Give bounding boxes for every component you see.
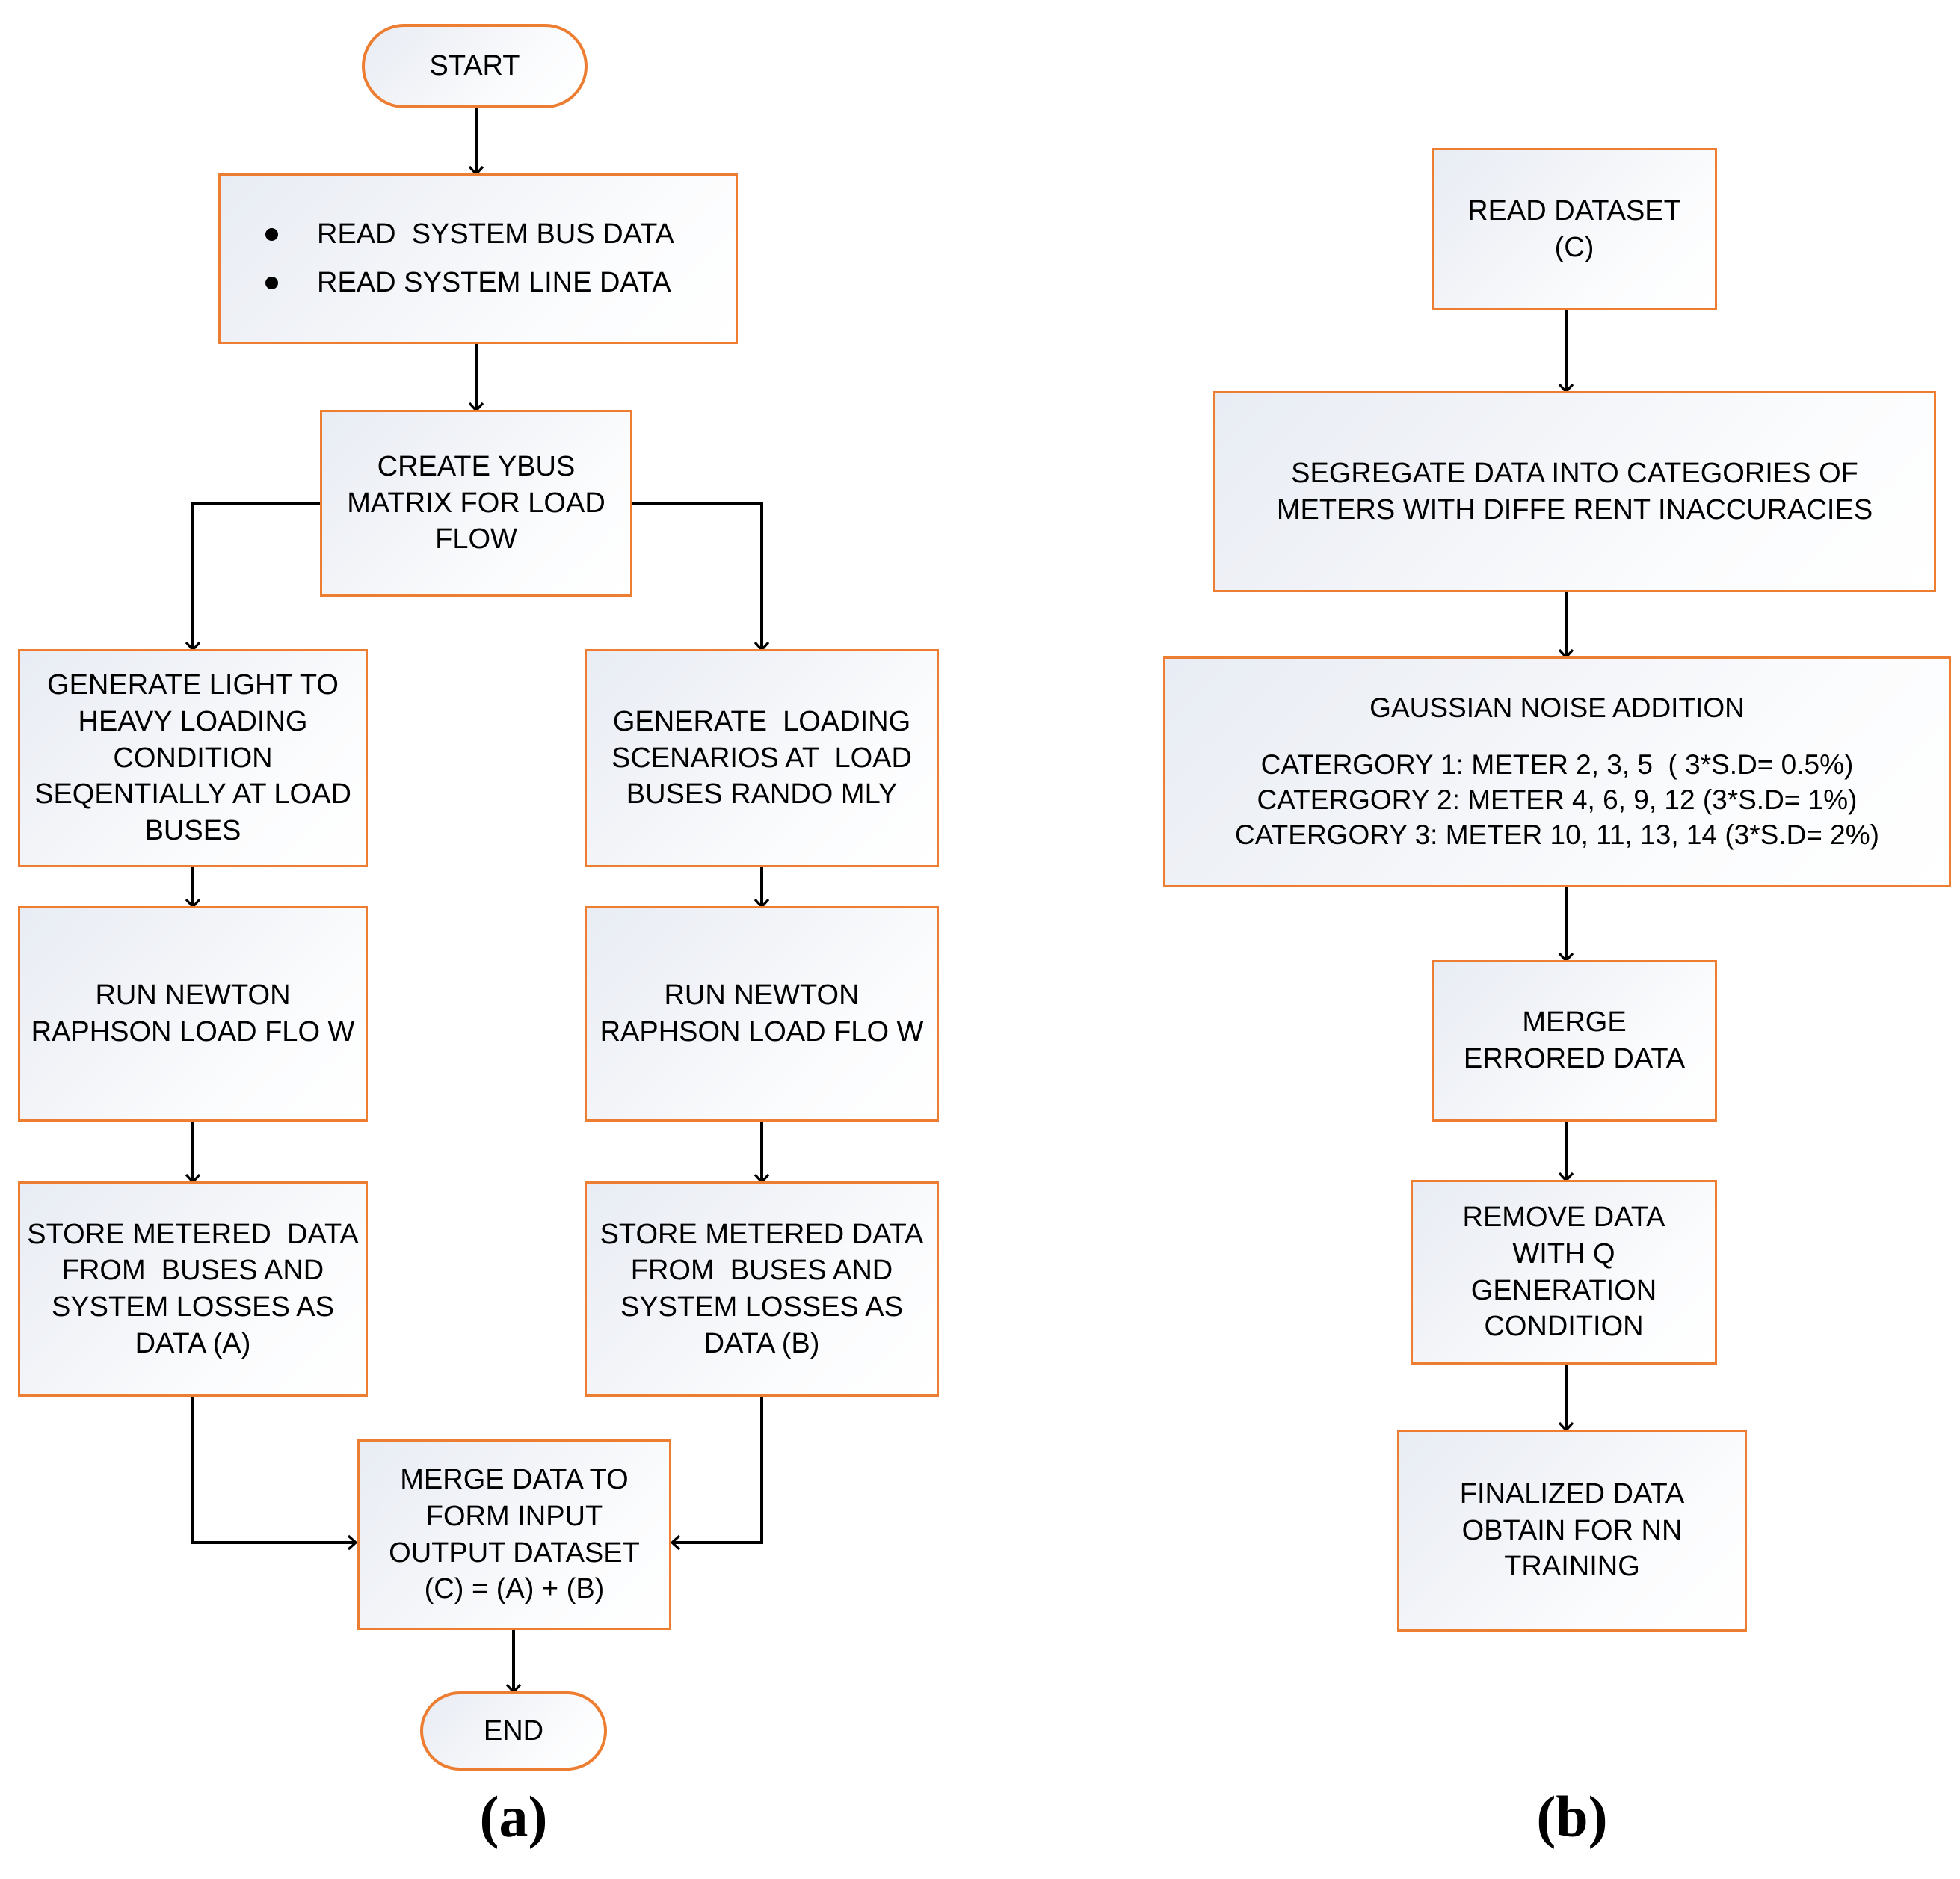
node-generate-sequential-line2: HEAVY LOADING (78, 706, 308, 738)
node-finalized-line2: OBTAIN FOR NN (1461, 1514, 1683, 1546)
node-store-b-line2: FROM BUSES AND (630, 1255, 893, 1287)
node-generate-sequential-line5: BUSES (144, 814, 241, 846)
node-create-ybus-line2: MATRIX FOR LOAD (347, 487, 605, 519)
node-generate-sequential-loading[interactable]: GENERATE LIGHT TO HEAVY LOADING CONDITIO… (18, 649, 368, 867)
node-read-dataset-line1: READ DATASET (1467, 194, 1681, 227)
node-store-a-line1: STORE METERED DATA (27, 1218, 359, 1250)
node-read-bus-data-label: READ SYSTEM BUS DATA (317, 218, 674, 250)
node-segregate-line2: METERS WITH DIFFE RENT INACCURACIES (1276, 493, 1873, 526)
node-generate-sequential-line3: CONDITION (113, 742, 273, 774)
node-merge-line4: (C) = (A) + (B) (424, 1573, 605, 1605)
node-finalized-line1: FINALIZED DATA (1459, 1478, 1685, 1510)
node-gaussian-category1: CATERGORY 1: METER 2, 3, 5 ( 3*S.D= 0.5%… (1260, 748, 1854, 780)
node-generate-random-line2: SCENARIOS AT LOAD (611, 742, 912, 774)
node-remove-data-q-generation[interactable]: REMOVE DATA WITH Q GENERATION CONDITION (1411, 1180, 1717, 1365)
bullet-dot-icon (265, 276, 278, 289)
node-merge-errored-line2: ERRORED DATA (1463, 1043, 1686, 1074)
node-remove-q-line2: WITH Q (1512, 1237, 1615, 1270)
node-nr-right-line2: RAPHSON LOAD FLO W (600, 1016, 924, 1048)
node-store-metered-data-b[interactable]: STORE METERED DATA FROM BUSES AND SYSTEM… (585, 1181, 939, 1397)
node-remove-q-line4: CONDITION (1484, 1311, 1644, 1343)
node-store-a-line4: DATA (A) (135, 1327, 251, 1359)
panel-label-b: (b) (1536, 1784, 1608, 1849)
node-remove-q-line3: GENERATION (1470, 1274, 1657, 1306)
node-create-ybus-line1: CREATE YBUS (377, 451, 576, 483)
node-end[interactable]: END (420, 1691, 607, 1771)
node-nr-right-line1: RUN NEWTON (664, 980, 860, 1012)
node-end-label: END (483, 1715, 544, 1747)
node-finalized-data-nn-training[interactable]: FINALIZED DATA OBTAIN FOR NN TRAINING (1397, 1430, 1747, 1632)
bullet-dot-icon (265, 228, 278, 242)
node-store-a-line3: SYSTEM LOSSES AS (51, 1291, 335, 1323)
node-nr-left-line2: RAPHSON LOAD FLO W (31, 1016, 355, 1048)
node-read-line-data-label: READ SYSTEM LINE DATA (317, 267, 671, 298)
node-run-newton-raphson-right[interactable]: RUN NEWTON RAPHSON LOAD FLO W (585, 906, 939, 1122)
node-merge-errored-line1: MERGE (1522, 1006, 1627, 1039)
node-generate-random-line3: BUSES RANDO MLY (626, 778, 898, 811)
node-store-b-line4: DATA (B) (703, 1327, 820, 1359)
node-generate-sequential-line4: SEQENTIALLY AT LOAD (34, 778, 351, 811)
node-remove-q-line1: REMOVE DATA (1462, 1202, 1665, 1234)
node-merge-data-form-dataset[interactable]: MERGE DATA TO FORM INPUT OUTPUT DATASET … (357, 1439, 671, 1630)
node-generate-random-line1: GENERATE LOADING (612, 706, 911, 738)
connector-storeleft-to-merge (191, 1397, 358, 1551)
connector-ybus-to-gen-right (632, 502, 770, 652)
node-finalized-line3: TRAINING (1504, 1551, 1640, 1583)
node-gaussian-title: GAUSSIAN NOISE ADDITION (1369, 692, 1745, 724)
node-store-b-line1: STORE METERED DATA (600, 1218, 924, 1250)
node-generate-random-loading[interactable]: GENERATE LOADING SCENARIOS AT LOAD BUSES… (585, 649, 939, 867)
node-merge-line3: OUTPUT DATASET (389, 1537, 640, 1569)
node-segregate-line1: SEGREGATE DATA INTO CATEGORIES OF (1291, 457, 1858, 489)
node-merge-line2: FORM INPUT (425, 1500, 603, 1532)
node-merge-errored-data[interactable]: MERGE ERRORED DATA (1432, 960, 1717, 1122)
bullet-row-line-data: READ SYSTEM LINE DATA (265, 265, 736, 301)
node-gaussian-category2: CATERGORY 2: METER 4, 6, 9, 12 (3*S.D= 1… (1257, 784, 1858, 815)
node-nr-left-line1: RUN NEWTON (95, 980, 291, 1012)
node-start[interactable]: START (362, 24, 588, 108)
node-store-a-line2: FROM BUSES AND (61, 1255, 324, 1287)
node-create-ybus-line3: FLOW (435, 523, 517, 556)
node-read-dataset[interactable]: READ DATASET (C) (1432, 148, 1717, 310)
node-create-ybus[interactable]: CREATE YBUS MATRIX FOR LOAD FLOW (320, 410, 632, 597)
node-run-newton-raphson-left[interactable]: RUN NEWTON RAPHSON LOAD FLO W (18, 906, 368, 1122)
panel-label-a: (a) (479, 1784, 548, 1849)
connector-storeright-to-merge (670, 1397, 763, 1551)
node-gaussian-noise-addition[interactable]: GAUSSIAN NOISE ADDITION CATERGORY 1: MET… (1163, 656, 1951, 887)
node-read-system-data[interactable]: READ SYSTEM BUS DATA READ SYSTEM LINE DA… (218, 173, 738, 344)
connector-ybus-to-gen-left (185, 502, 320, 652)
bullet-row-bus-data: READ SYSTEM BUS DATA (265, 216, 736, 253)
node-merge-line1: MERGE DATA TO (400, 1464, 629, 1496)
node-store-metered-data-a[interactable]: STORE METERED DATA FROM BUSES AND SYSTEM… (18, 1181, 368, 1397)
node-store-b-line3: SYSTEM LOSSES AS (620, 1291, 904, 1323)
node-generate-sequential-line1: GENERATE LIGHT TO (47, 669, 339, 701)
node-segregate-data[interactable]: SEGREGATE DATA INTO CATEGORIES OF METERS… (1213, 391, 1936, 592)
node-start-label: START (429, 50, 520, 82)
node-gaussian-category3: CATERGORY 3: METER 10, 11, 13, 14 (3*S.D… (1235, 819, 1879, 851)
node-read-dataset-line2: (C) (1554, 231, 1594, 263)
